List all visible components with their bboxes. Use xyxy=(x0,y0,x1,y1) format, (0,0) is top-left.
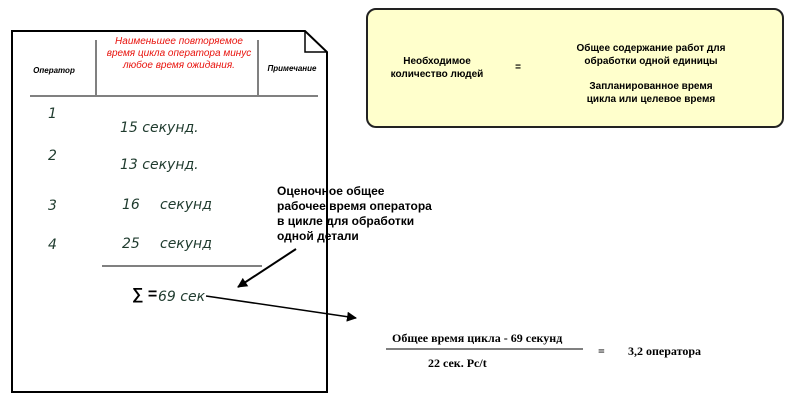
sum-value: 69 сек xyxy=(158,289,206,305)
formula-equals: = xyxy=(515,62,521,73)
formula-denominator-line-1: Запланированное время xyxy=(589,81,713,92)
formula-denominator-line-2: цикла или целевое время xyxy=(586,94,716,105)
time-1: 15 секунд. xyxy=(120,120,199,136)
time-4-unit: секунд xyxy=(160,236,212,252)
time-2: 13 секунд. xyxy=(120,157,199,173)
operator-3: 3 xyxy=(48,198,57,214)
operator-1: 1 xyxy=(48,106,57,122)
callout-line-2: рабочее время оператора xyxy=(277,199,432,213)
callout-arrow xyxy=(237,248,297,288)
formula-left-line-1: Необходимое xyxy=(403,56,471,67)
result-numerator: Общее время цикла - 69 секунд xyxy=(392,331,563,345)
header-note: Примечание xyxy=(267,64,317,73)
callout-line-4: одной детали xyxy=(277,229,359,243)
callout-line-3: в цикле для обработки xyxy=(277,214,415,228)
operator-4: 4 xyxy=(48,237,57,253)
result-equals: = xyxy=(598,344,605,358)
callout-note: Оценочное общее рабочее время оператора … xyxy=(277,184,432,244)
formula-denominator: Запланированное время цикла или целевое … xyxy=(532,80,770,106)
formula-left: Необходимое количество людей xyxy=(374,55,500,81)
formula-numerator-line-2: обработки одной единицы xyxy=(584,56,718,67)
header-operator: Оператор xyxy=(33,66,75,75)
formula-numerator-line-1: Общее содержание работ для xyxy=(576,43,726,54)
time-4-value: 25 xyxy=(122,236,140,252)
document-outline xyxy=(11,30,328,393)
formula-numerator: Общее содержание работ для обработки одн… xyxy=(532,42,770,68)
sum-symbol: ∑ = xyxy=(132,286,158,303)
operator-2: 2 xyxy=(48,148,57,164)
time-3-value: 16 xyxy=(122,197,140,213)
result-value: 3,2 оператора xyxy=(628,344,702,358)
time-3-unit: секунд xyxy=(160,197,212,213)
header-min-cycle-time: Наименьшее повторяемое время цикла опера… xyxy=(106,36,252,71)
result-arrow xyxy=(205,295,357,322)
formula-box xyxy=(366,8,784,128)
callout-line-1: Оценочное общее xyxy=(277,184,385,198)
formula-left-line-2: количество людей xyxy=(390,69,484,80)
result-denominator: 22 сек. Рс/t xyxy=(428,356,487,370)
folded-corner xyxy=(304,31,327,53)
